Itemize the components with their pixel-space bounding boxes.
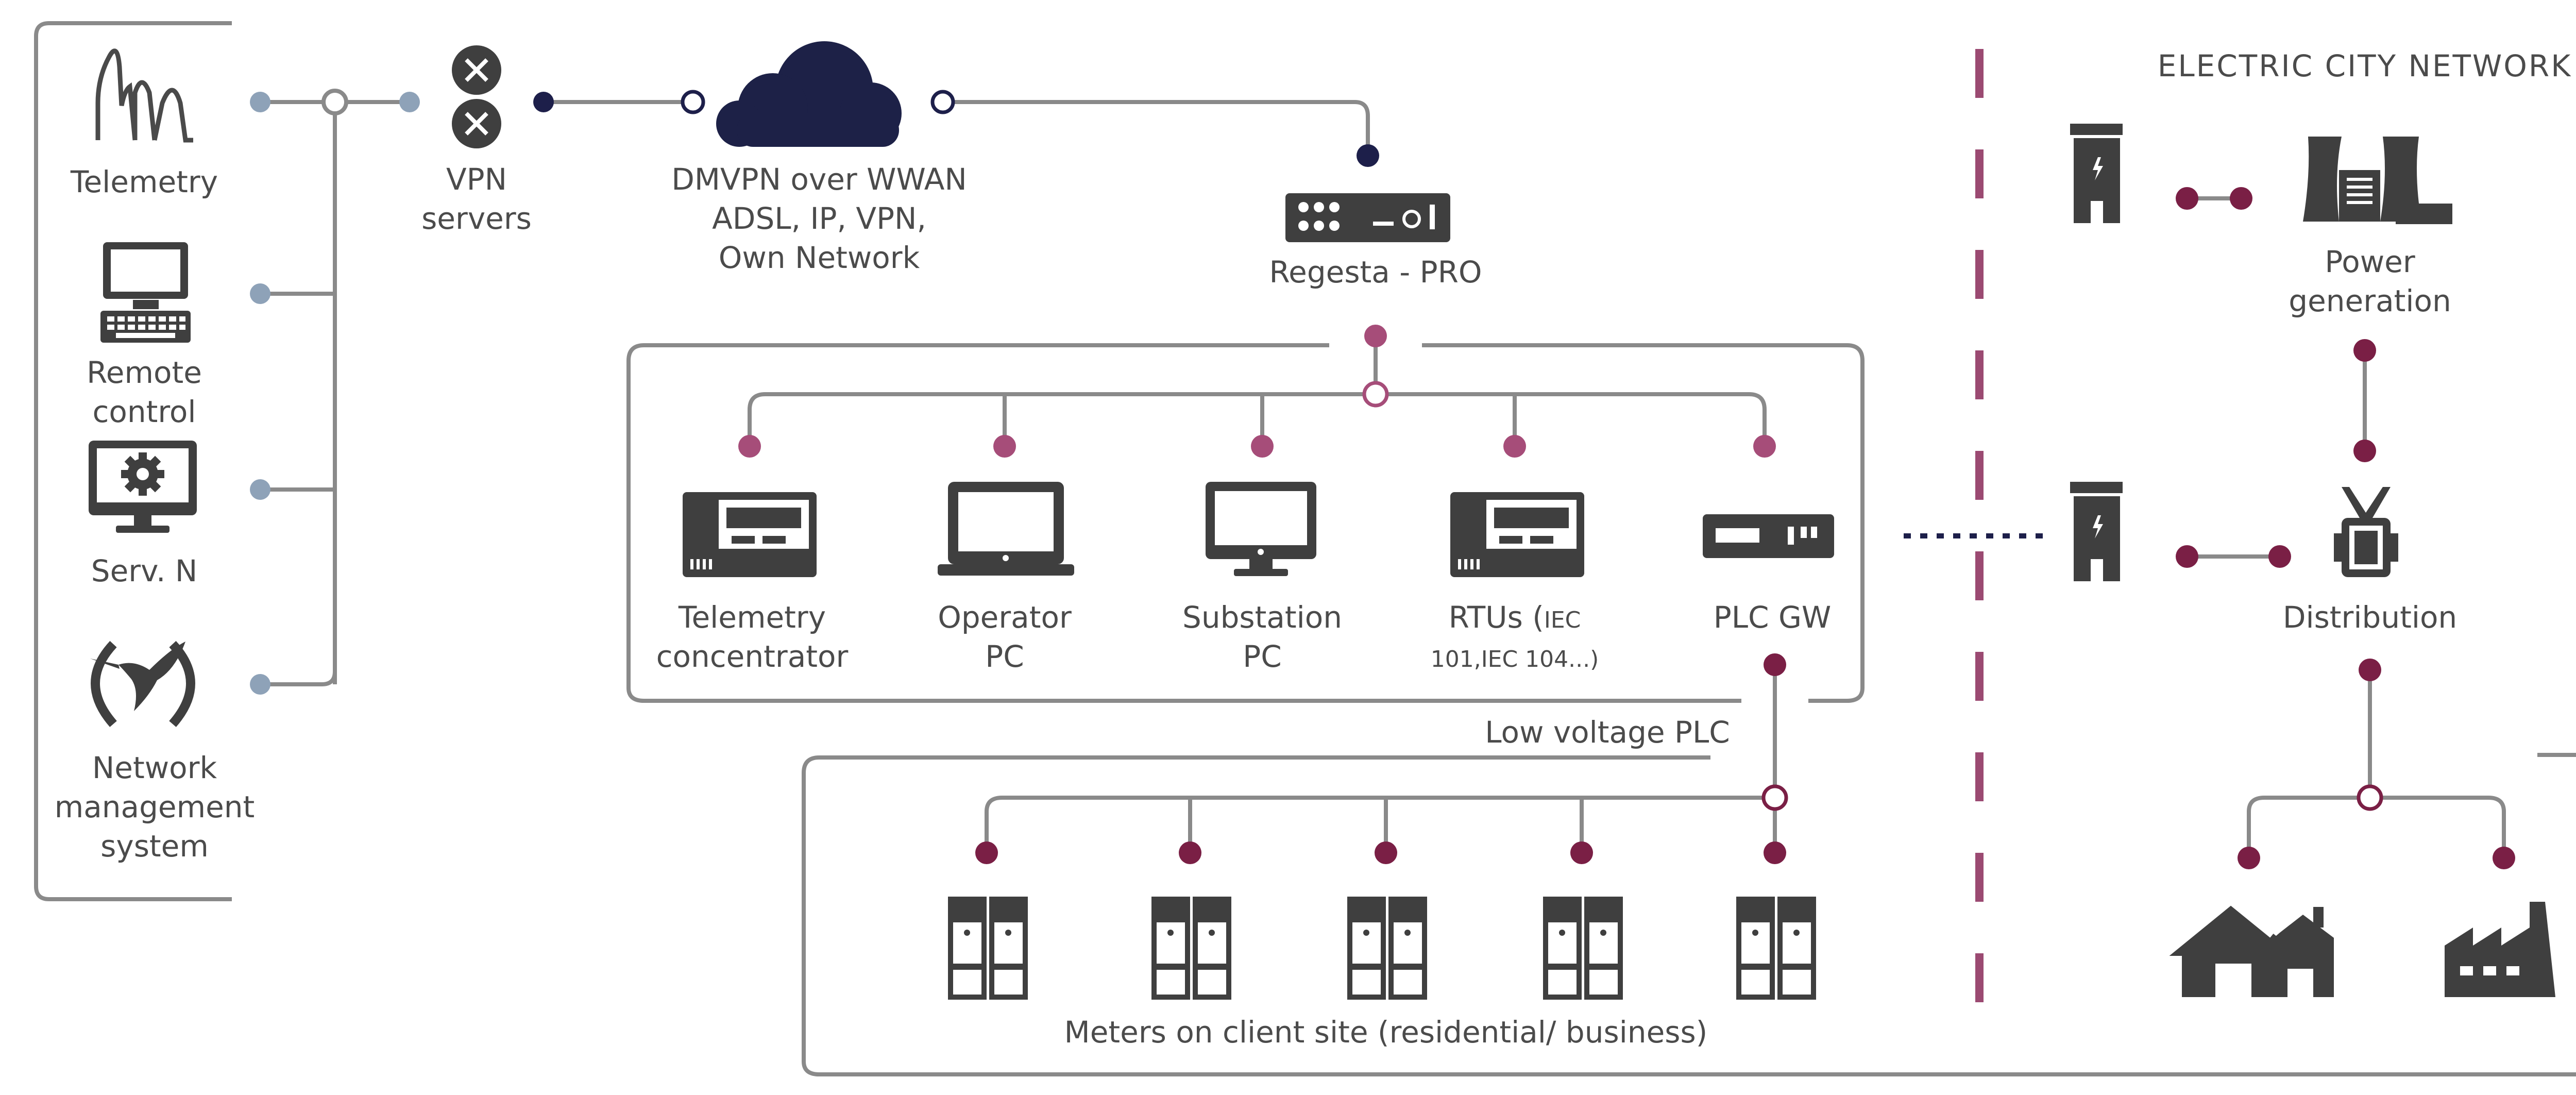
- cloud-label: DMVPN over WWAN ADSL, IP, VPN, Own Netwo…: [639, 160, 999, 277]
- server-gear-icon: [89, 441, 197, 533]
- regesta-label: Regesta - PRO: [1269, 255, 1482, 290]
- meter-icon: [1546, 899, 1620, 997]
- meters-label: Meters on client site (residential/ busi…: [1064, 1015, 1708, 1050]
- devices-box: [626, 343, 1741, 703]
- nms-line: system: [100, 829, 209, 864]
- nms-label: Network management system: [41, 748, 268, 866]
- rtu-icon: [1450, 492, 1584, 577]
- telemetry-label: Telemetry: [70, 164, 218, 199]
- distribution-label: Distribution: [2282, 600, 2458, 635]
- nms-line: management: [54, 789, 255, 824]
- cloud-line: DMVPN over WWAN: [671, 162, 967, 197]
- nms-line: Network: [92, 750, 217, 785]
- hummingbird-logo-icon: [90, 641, 195, 727]
- vpn-line: servers: [421, 201, 532, 236]
- substation-line: PC: [1243, 639, 1282, 674]
- plc-gateway-icon: [1703, 514, 1834, 558]
- rtus-iec-text: IEC: [1544, 607, 1581, 633]
- vpn-line: VPN: [446, 162, 507, 197]
- meter-icon: [1154, 899, 1229, 997]
- substation-line: Substation: [1182, 600, 1342, 635]
- remote-control-label: Remote control: [41, 353, 247, 431]
- city-network-title: ELECTRIC CITY NETWORK: [2157, 48, 2572, 83]
- telemetry-icon: [95, 48, 193, 143]
- vpn-servers-label: VPN servers: [392, 160, 562, 238]
- vpn-server-icon: [452, 45, 501, 148]
- rtus-main-text: RTUs (: [1448, 600, 1544, 635]
- telemetry-concentrator-label: Telemetry concentrator: [639, 598, 866, 676]
- operator-line: PC: [985, 639, 1024, 674]
- remote-control-line: Remote: [87, 355, 202, 390]
- rtus-line-1: RTUs (IEC: [1401, 598, 1628, 640]
- power-generation-label: Power generation: [2257, 242, 2483, 321]
- monitor-icon: [1206, 482, 1316, 576]
- cloud-icon: [716, 41, 902, 147]
- power-line: Power: [2325, 244, 2415, 279]
- cloud-line: ADSL, IP, VPN,: [712, 201, 926, 236]
- computer-icon: [100, 242, 191, 343]
- concentrator-line: Telemetry: [678, 600, 826, 635]
- meter-icon: [948, 897, 1028, 1000]
- meter-icon: [1350, 899, 1425, 997]
- transformer-icon: [2334, 487, 2398, 577]
- substation-pc-label: Substation PC: [1159, 598, 1365, 676]
- factory-icon: [2445, 902, 2555, 997]
- plc-device-icon: [2070, 482, 2123, 581]
- low-voltage-plc-label: Low voltage PLC: [1485, 715, 1730, 750]
- remote-control-line: control: [92, 394, 196, 429]
- concentrator-icon: [683, 492, 817, 577]
- plc-device-icon: [2070, 124, 2123, 223]
- rtus-label: RTUs (IEC 101,IEC 104...): [1401, 598, 1628, 679]
- operator-pc-label: Operator PC: [907, 598, 1103, 676]
- houses-icon: [2159, 898, 2334, 997]
- rtus-line-2: 101,IEC 104...): [1430, 646, 1599, 672]
- meters-box: [802, 753, 2576, 1076]
- left-panel-bracket: [34, 21, 232, 901]
- router-icon: [1285, 193, 1450, 242]
- cloud-line: Own Network: [718, 240, 920, 275]
- power-line: generation: [2289, 283, 2451, 318]
- meter-icon: [1739, 899, 1814, 997]
- operator-line: Operator: [938, 600, 1072, 635]
- power-plant-icon: [2303, 137, 2452, 224]
- laptop-icon: [938, 482, 1074, 576]
- serv-n-label: Serv. N: [91, 553, 198, 588]
- plc-gw-label: PLC GW: [1713, 600, 1832, 635]
- concentrator-line: concentrator: [656, 639, 849, 674]
